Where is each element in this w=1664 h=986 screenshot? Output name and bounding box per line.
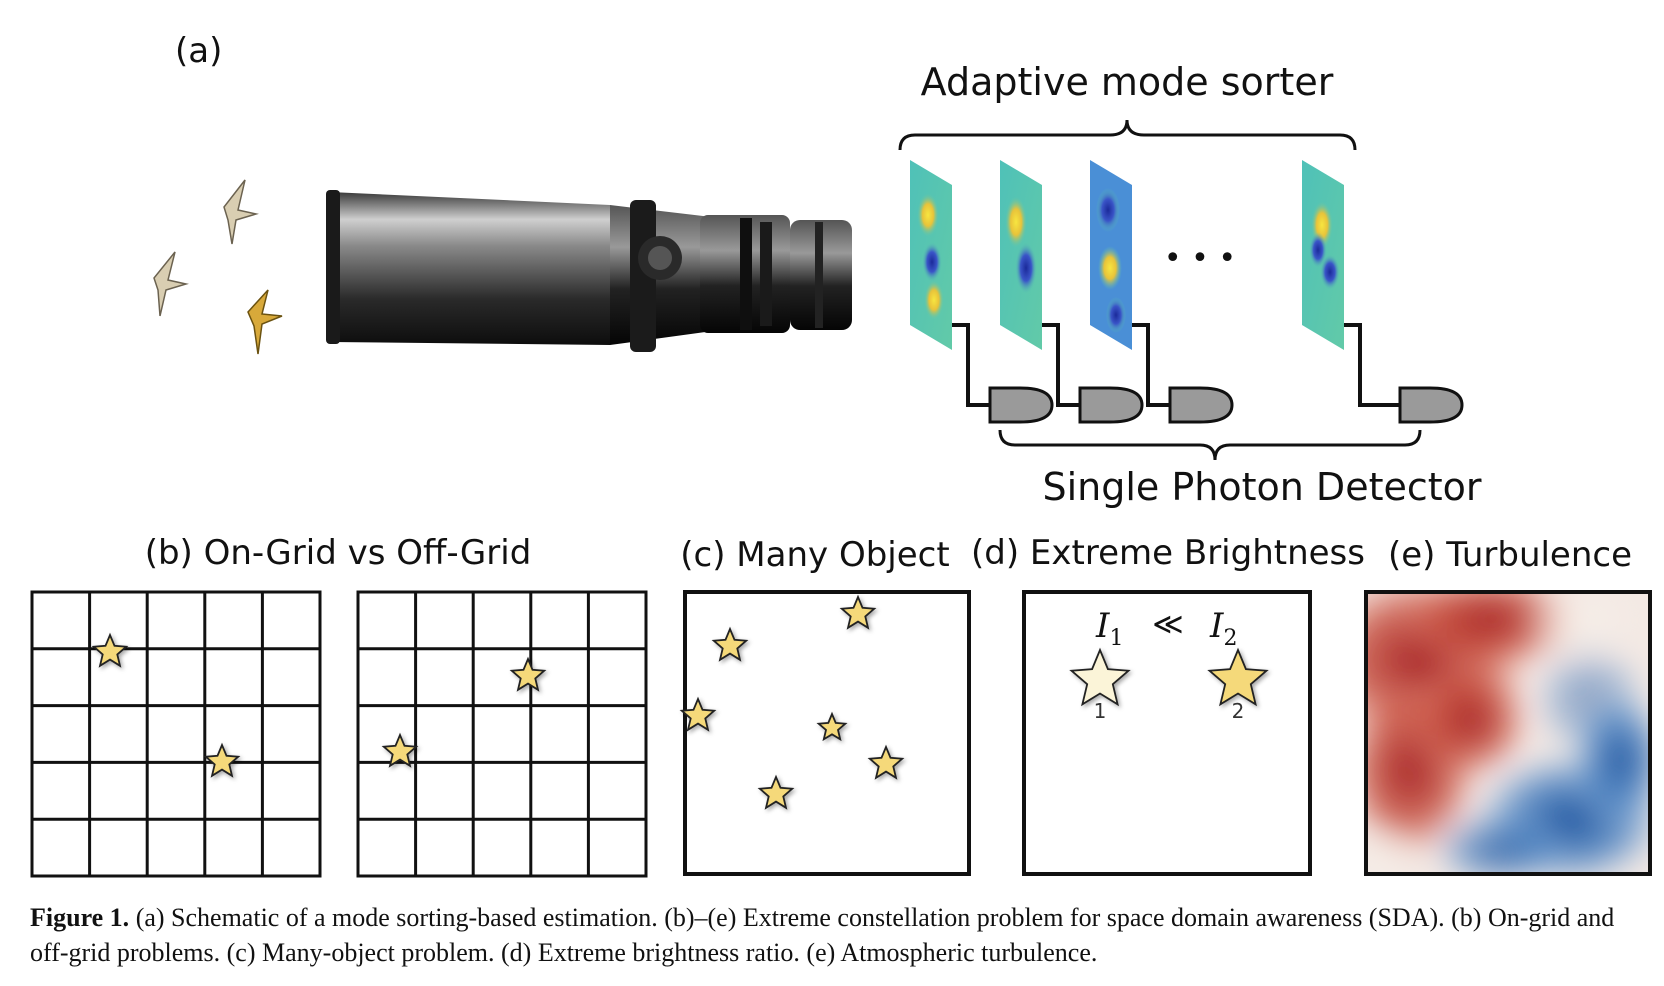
plates-ellipsis: • • • — [1164, 241, 1236, 276]
detector-brace — [998, 429, 1422, 461]
star-icon — [203, 742, 241, 778]
caption-lead: Figure 1. — [30, 903, 130, 932]
star-icon — [839, 594, 877, 630]
panel-d-frame — [1022, 590, 1312, 876]
sorter-title: Adaptive mode sorter — [921, 60, 1334, 104]
grid-on — [30, 590, 322, 878]
much-less-than-symbol: ≪ — [1152, 607, 1183, 642]
telescope-icon — [326, 190, 852, 352]
mode-plate-2 — [1000, 160, 1042, 350]
mode-plate-3 — [1090, 160, 1132, 350]
panel-d: (d) Extreme Brightness I1 ≪ I2 1 2 — [971, 533, 1365, 876]
star-icon-dim-top — [223, 179, 259, 245]
star-icon — [816, 711, 848, 742]
panel-a-label: (a) — [175, 31, 222, 71]
star-icon — [867, 744, 905, 780]
turbulence-map — [1366, 592, 1650, 874]
detector-icon-1 — [988, 386, 1054, 424]
figure-caption: Figure 1. (a) Schematic of a mode sortin… — [30, 900, 1640, 970]
panel-e-frame — [1364, 590, 1652, 876]
star-1-label: 1 — [1094, 699, 1107, 723]
star-icon — [679, 696, 717, 732]
panel-c-stars — [679, 594, 905, 810]
panel-c-frame — [683, 590, 971, 876]
panel-b-title: (b) On-Grid vs Off-Grid — [145, 533, 532, 573]
intensity-2: I2 — [1209, 606, 1237, 651]
mode-plate-4 — [1302, 160, 1344, 350]
panel-a: (a) Adaptive mode sorter — [153, 31, 1482, 509]
panel-b: (b) On-Grid vs Off-Grid — [30, 533, 648, 878]
star-icon-gold — [247, 289, 283, 355]
intensity-1: I1 — [1095, 606, 1123, 651]
detector-icon-2 — [1078, 386, 1144, 424]
star-icon-dim-left — [153, 251, 189, 317]
detector-icon-3 — [1168, 386, 1234, 424]
star-icon-bright — [1207, 647, 1269, 707]
panel-d-stars — [1069, 647, 1269, 707]
star-icon — [509, 656, 547, 692]
panel-d-title: (d) Extreme Brightness — [971, 533, 1365, 573]
caption-text: (a) Schematic of a mode sorting-based es… — [30, 903, 1615, 967]
star-icon — [757, 774, 795, 810]
star-icon — [381, 732, 419, 768]
panel-e-title: (e) Turbulence — [1388, 535, 1632, 575]
star-icon — [711, 626, 749, 662]
detector-title: Single Photon Detector — [1042, 465, 1481, 509]
detector-wires — [952, 323, 1400, 407]
panel-b-stars — [91, 632, 547, 778]
panel-e: (e) Turbulence — [1364, 535, 1652, 876]
sorter-brace — [898, 119, 1357, 151]
mode-plate-1 — [910, 160, 952, 350]
panel-c-title: (c) Many Object — [680, 535, 949, 575]
star-icon — [91, 632, 129, 668]
grid-off — [356, 590, 648, 878]
panel-c: (c) Many Object — [679, 535, 971, 876]
star-icon-faint — [1069, 647, 1131, 707]
detector-icon-4 — [1398, 386, 1464, 424]
star-2-label: 2 — [1232, 699, 1245, 723]
figure-canvas: (a) Adaptive mode sorter — [30, 31, 1652, 878]
